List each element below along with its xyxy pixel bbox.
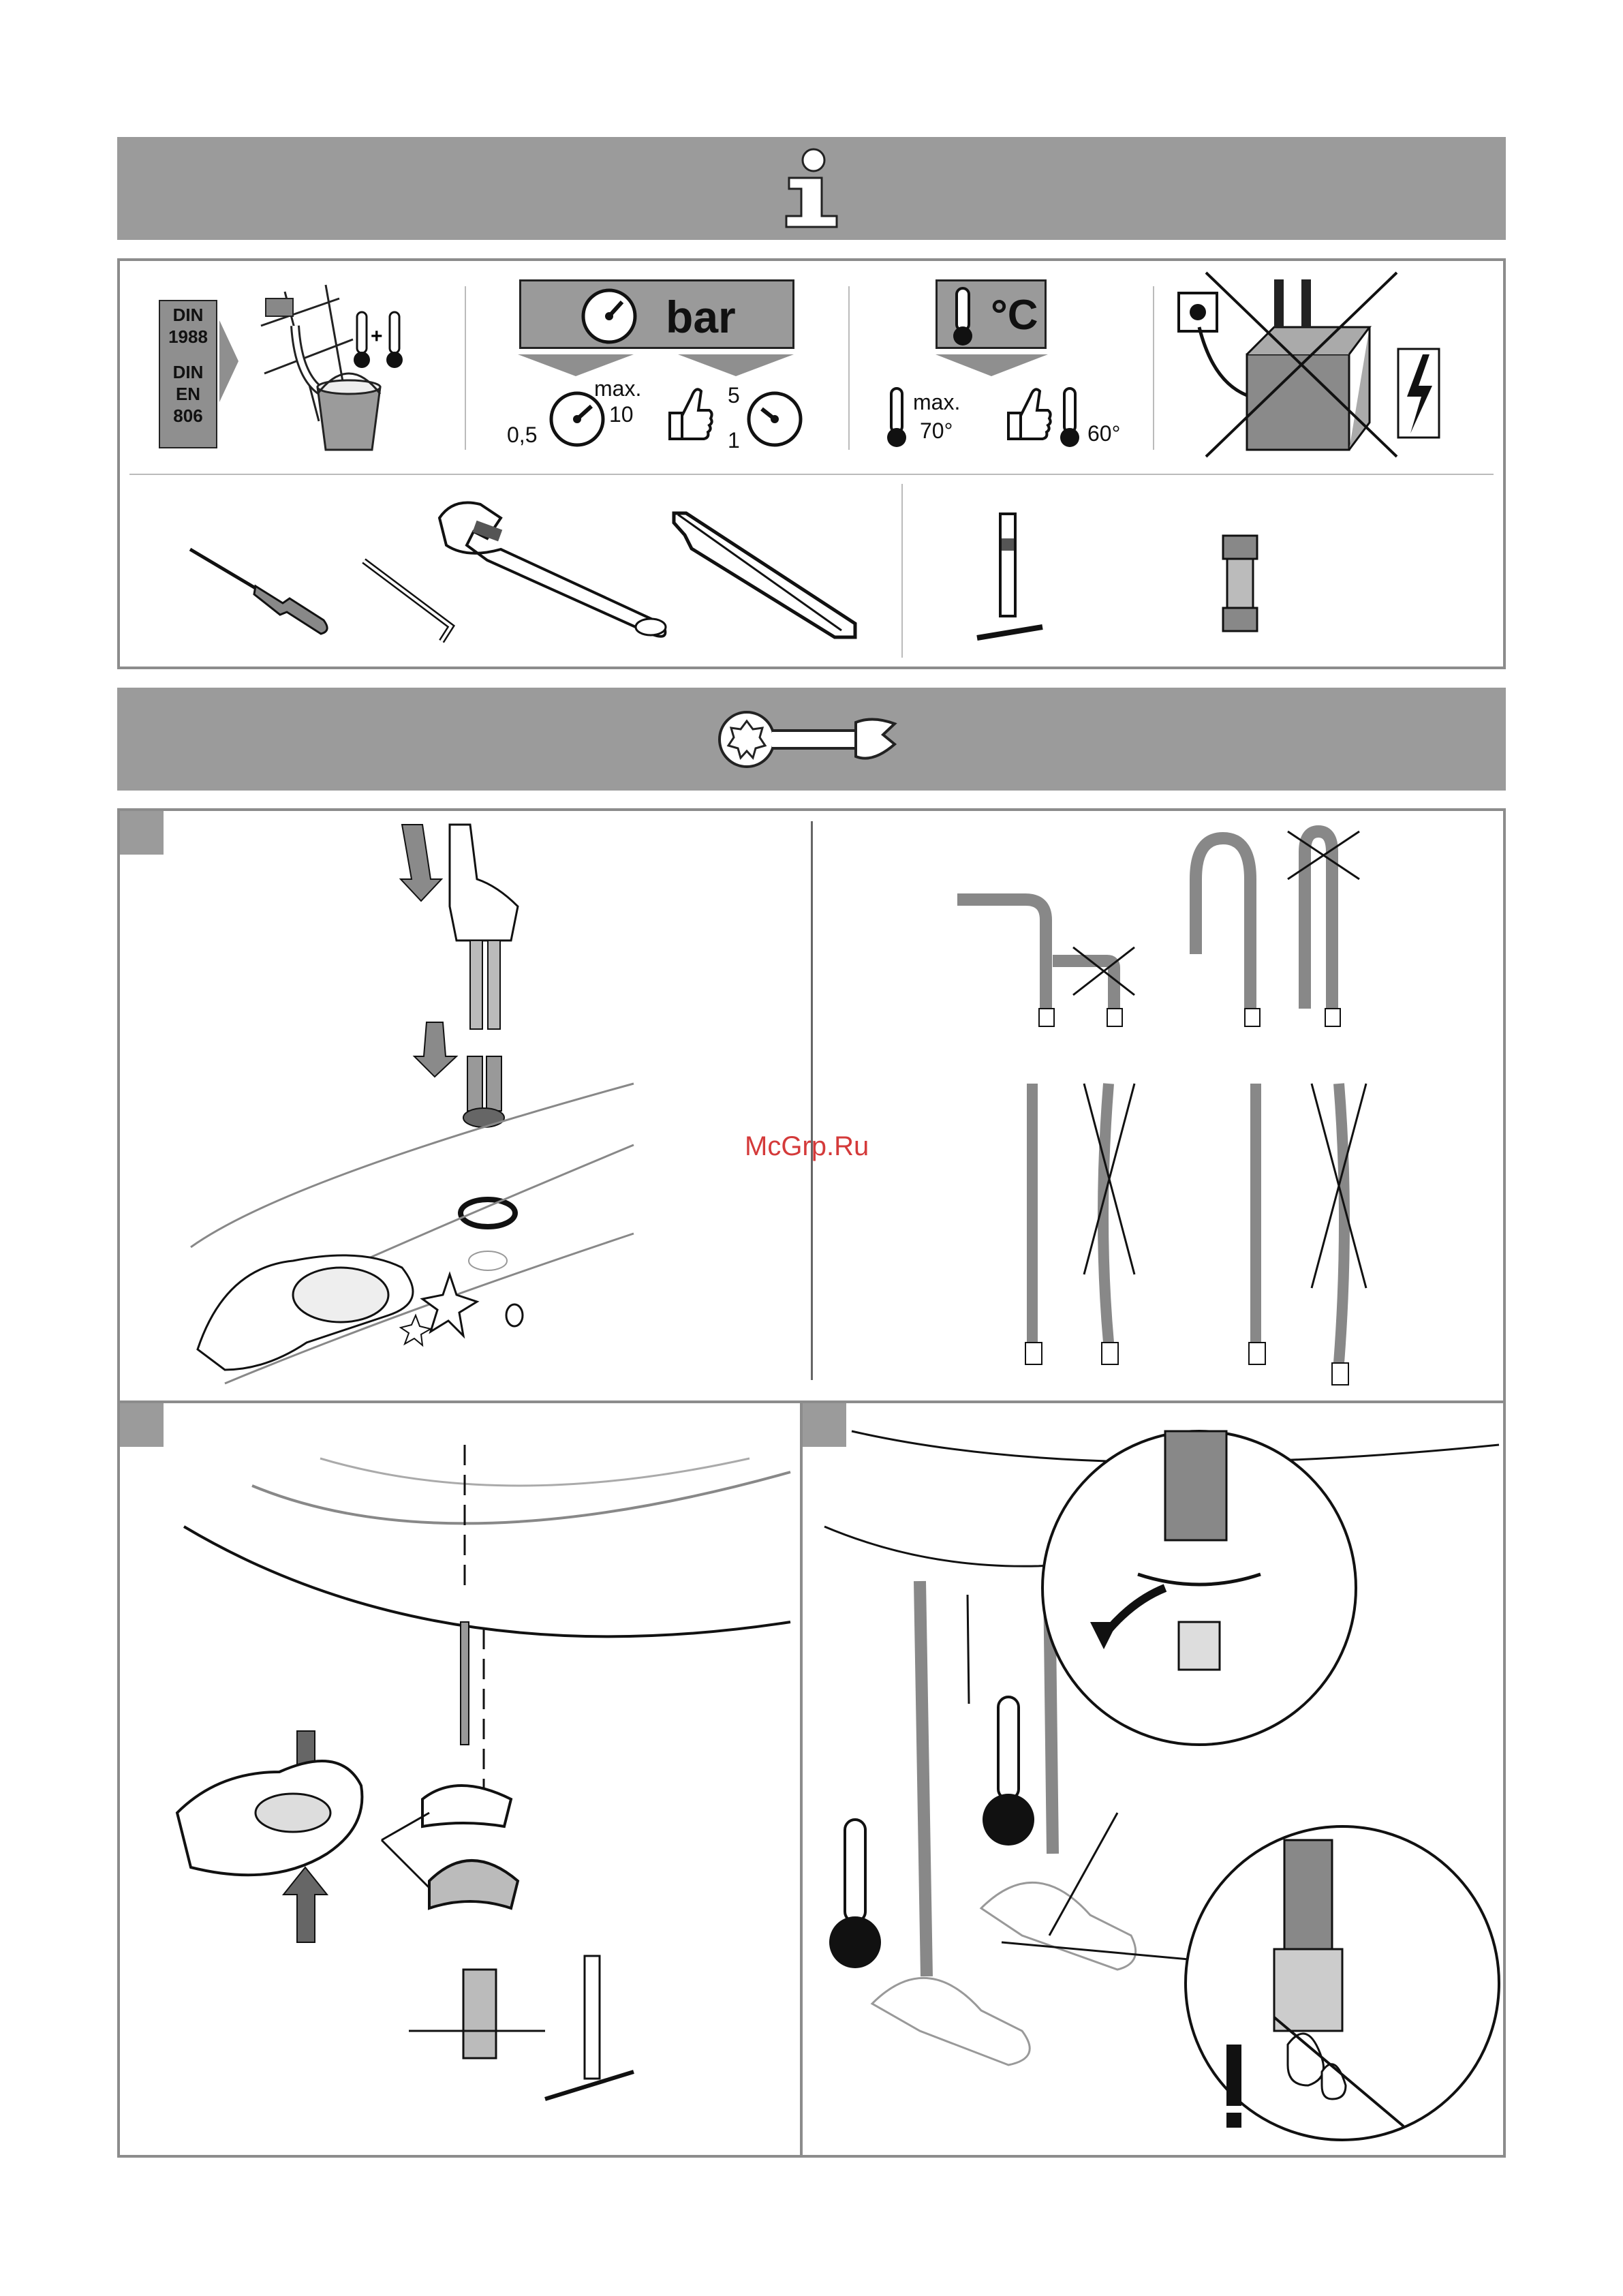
pressure-max-label: max. <box>594 376 641 401</box>
thermometer-icon: + <box>354 312 409 373</box>
divider <box>811 821 813 1380</box>
din-line: DIN <box>160 361 216 383</box>
temp-max-label: max. <box>913 390 960 415</box>
thermometer-icon <box>951 287 978 348</box>
arrow-down-icon <box>936 354 1048 382</box>
t-handle-key-icon <box>974 511 1049 644</box>
temp-recommended: 60° <box>1087 421 1120 446</box>
screwdriver-icon <box>187 545 330 641</box>
pressure-max-value: 10 <box>609 402 634 427</box>
temperature-unit: °C <box>991 291 1038 339</box>
hose-bending-rules-illustration <box>950 825 1400 1383</box>
divider <box>901 484 903 658</box>
watermark: McGrp.Ru <box>745 1131 869 1162</box>
hacksaw-icon <box>671 508 869 644</box>
pressure-recommended-low: 1 <box>728 428 740 453</box>
thumbs-up-icon <box>664 383 713 442</box>
faucet-mounting-illustration <box>184 825 647 1390</box>
divider <box>465 286 466 450</box>
din-line: 806 <box>160 405 216 427</box>
adjustable-wrench-icon <box>426 498 685 644</box>
pressure-min: 0,5 <box>507 423 537 448</box>
socket-adapter-icon <box>1216 533 1264 635</box>
fastening-plate-illustration <box>164 1418 790 2140</box>
pressure-gauge-icon <box>744 388 805 450</box>
no-electric-heater-icon <box>1172 273 1458 460</box>
din-line: DIN <box>160 304 216 326</box>
pressure-gauge-icon <box>580 287 638 346</box>
step-marker <box>120 1403 164 1447</box>
hose-connection-illustration <box>818 1418 1499 2147</box>
thermometer-icon <box>884 387 912 450</box>
din-line: 1988 <box>160 326 216 348</box>
pressure-recommended-high: 5 <box>728 383 740 408</box>
divider <box>848 286 850 450</box>
din-line: EN <box>160 383 216 405</box>
pressure-bar-box: bar <box>519 279 794 349</box>
wrench-icon <box>716 709 907 770</box>
arrow-right-icon <box>219 320 240 402</box>
divider <box>1153 286 1154 450</box>
arrow-down-icon <box>518 354 797 382</box>
thumbs-up-icon <box>1003 383 1052 442</box>
info-header-band <box>117 137 1506 240</box>
divider <box>129 474 1494 475</box>
step-marker <box>120 811 164 855</box>
info-icon <box>774 148 849 230</box>
temperature-box: °C <box>936 279 1047 349</box>
din-standard-label: DIN 1988 DIN EN 806 <box>159 300 217 448</box>
thermometer-icon <box>1057 387 1085 450</box>
pressure-unit: bar <box>666 291 736 343</box>
temp-max-value: 70° <box>920 418 953 444</box>
svg-text:+: + <box>371 325 383 348</box>
divider <box>800 1403 803 2156</box>
installation-header-band <box>117 688 1506 791</box>
